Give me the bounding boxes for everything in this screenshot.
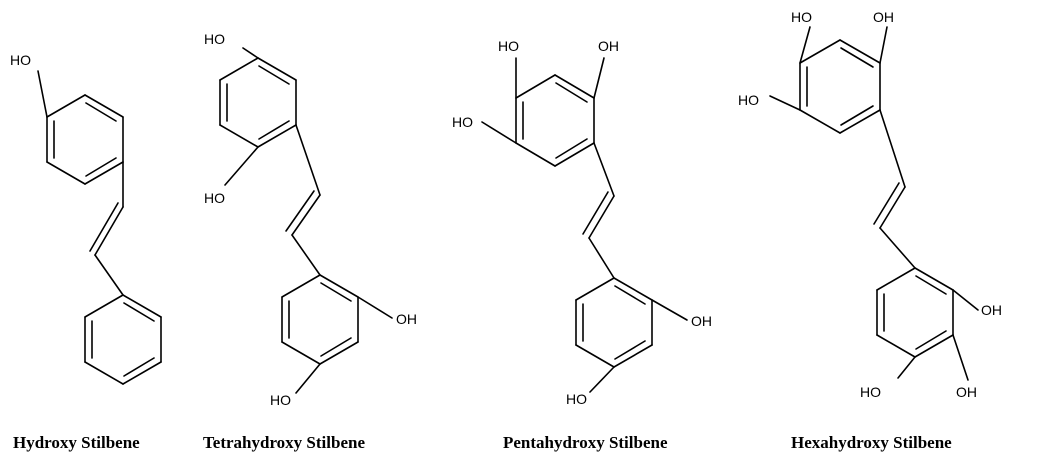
hydroxyl-label: HO	[452, 114, 473, 130]
caption-hydroxy-stilbene: Hydroxy Stilbene	[13, 433, 140, 452]
hydroxyl-label: OH	[396, 311, 417, 327]
oh-bond	[589, 366, 615, 393]
molecule-pentahydroxy-stilbene: HO OH HO OH HO	[452, 38, 712, 407]
oh-bond	[952, 334, 969, 381]
hydroxyl-label: HO	[791, 9, 812, 25]
hydroxyl-label: HO	[204, 31, 225, 47]
hydroxyl-label: HO	[860, 384, 881, 400]
hydroxyl-label: HO	[10, 52, 31, 68]
hydroxyl-label: OH	[691, 313, 712, 329]
oh-bond	[295, 363, 321, 394]
ring-b	[876, 267, 954, 358]
oh-bond	[357, 296, 393, 319]
oh-bond	[897, 356, 916, 379]
hydroxyl-label: OH	[873, 9, 894, 25]
oh-bond	[879, 26, 888, 64]
hydroxyl-label: OH	[598, 38, 619, 54]
molecule-tetrahydroxy-stilbene: HO HO OH HO	[204, 31, 417, 408]
vinyl-bridge	[873, 109, 916, 269]
oh-bond	[224, 146, 259, 186]
oh-bond	[952, 289, 979, 311]
molecule-hydroxy-stilbene: HO	[10, 52, 162, 385]
vinyl-bridge	[89, 161, 124, 296]
oh-bond	[769, 95, 801, 111]
caption-tetrahydroxy-stilbene: Tetrahydroxy Stilbene	[203, 433, 365, 452]
ring-a	[515, 74, 595, 167]
ring-a	[219, 57, 297, 148]
caption-pentahydroxy-stilbene: Pentahydroxy Stilbene	[503, 433, 668, 452]
hydroxyl-label: HO	[204, 190, 225, 206]
hydroxyl-label: OH	[956, 384, 977, 400]
oh-bond	[799, 26, 811, 64]
ring-b	[281, 274, 359, 365]
oh-bond	[37, 70, 48, 118]
oh-bond	[651, 299, 688, 321]
oh-bond	[593, 57, 605, 99]
hydroxyl-label: HO	[498, 38, 519, 54]
ring-a	[46, 94, 124, 185]
molecule-hexahydroxy-stilbene: HO OH HO OH HO OH	[738, 9, 1002, 400]
hydroxyl-label: HO	[566, 391, 587, 407]
ring-b	[84, 294, 162, 385]
vinyl-bridge	[582, 142, 615, 279]
hydroxyl-label: HO	[270, 392, 291, 408]
vinyl-bridge	[285, 124, 321, 276]
hydroxyl-label: OH	[981, 302, 1002, 318]
oh-bond	[481, 121, 517, 144]
ring-a	[799, 39, 881, 134]
ring-b	[575, 277, 653, 368]
hydroxyl-label: HO	[738, 92, 759, 108]
oh-bond	[242, 47, 259, 59]
caption-hexahydroxy-stilbene: Hexahydroxy Stilbene	[791, 433, 952, 452]
